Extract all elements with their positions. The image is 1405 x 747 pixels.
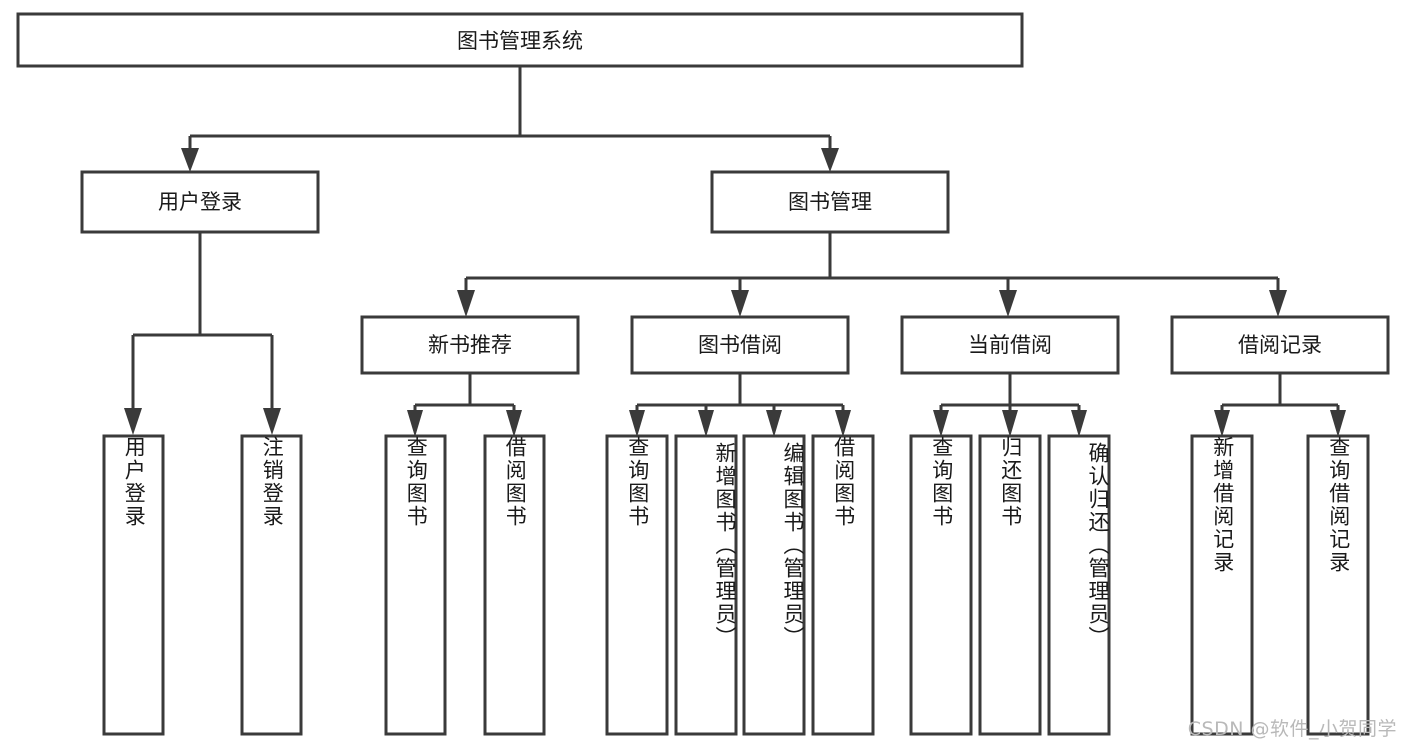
connector-user-login-to-leaves: [124, 232, 281, 435]
arrow-head-icon: [407, 410, 423, 437]
leaf-box-query-record[interactable]: [1306, 434, 1370, 736]
leaf-box-user-login[interactable]: [102, 434, 165, 736]
arrow-head-icon: [835, 410, 851, 437]
arrow-head-icon: [1071, 410, 1087, 437]
level3-label-new-book: 新书推荐: [428, 333, 512, 357]
level3-label-current-borrow: 当前借阅: [968, 333, 1052, 357]
arrow-head-icon: [1002, 410, 1018, 437]
connector-current-borrow-to-leaves: [933, 373, 1087, 437]
leaf-box-borrow-book-2[interactable]: [811, 434, 875, 736]
node-book-borrow[interactable]: 图书借阅: [630, 315, 850, 375]
level3-box-new-book[interactable]: [360, 315, 580, 375]
arrow-head-icon: [181, 148, 199, 172]
arrow-head-icon: [821, 148, 839, 172]
level2-label-user-login: 用户登录: [158, 190, 242, 214]
level3-box-current-borrow[interactable]: [900, 315, 1120, 375]
arrow-head-icon: [457, 290, 475, 317]
leaf-box-confirm-return[interactable]: [1047, 434, 1111, 736]
connector-book-management-to-level3: [457, 232, 1287, 317]
leaf-box-add-record[interactable]: [1190, 434, 1254, 736]
root-box[interactable]: [16, 12, 1024, 68]
arrow-head-icon: [766, 410, 782, 437]
leaf-box-borrow-book-1[interactable]: [483, 434, 546, 736]
arrow-head-icon: [999, 290, 1017, 317]
leaf-box-query-book-2[interactable]: [605, 434, 669, 736]
arrow-head-icon: [506, 410, 522, 437]
node-new-book-recommend[interactable]: 新书推荐: [360, 315, 580, 375]
arrow-head-icon: [124, 408, 142, 435]
arrow-head-icon: [1214, 410, 1230, 437]
level3-label-book-borrow: 图书借阅: [698, 333, 782, 357]
connector-borrow-record-to-leaves: [1214, 373, 1346, 437]
leaf-box-edit-book[interactable]: [742, 434, 806, 736]
arrow-head-icon: [1330, 410, 1346, 437]
connector-new-book-to-leaves: [407, 373, 522, 437]
node-user-login[interactable]: 用户登录: [80, 170, 320, 234]
arrow-head-icon: [263, 408, 281, 435]
arrow-head-icon: [1269, 290, 1287, 317]
connector-book-borrow-to-leaves: [629, 373, 851, 437]
arrow-head-icon: [731, 290, 749, 317]
leaf-box-logout[interactable]: [240, 434, 303, 736]
root-label: 图书管理系统: [457, 29, 583, 53]
watermark-text: CSDN @软件_小贺同学: [1187, 718, 1397, 740]
arrow-head-icon: [629, 410, 645, 437]
leaf-box-return-book[interactable]: [978, 434, 1042, 736]
node-root[interactable]: 图书管理系统: [16, 12, 1024, 68]
leaf-box-query-book-3[interactable]: [909, 434, 973, 736]
node-borrow-record[interactable]: 借阅记录: [1170, 315, 1390, 375]
node-book-management[interactable]: 图书管理: [710, 170, 950, 234]
arrow-head-icon: [933, 410, 949, 437]
level2-label-book-management: 图书管理: [788, 190, 872, 214]
node-current-borrow[interactable]: 当前借阅: [900, 315, 1120, 375]
leaf-box-add-book[interactable]: [674, 434, 738, 736]
leaf-box-query-book-1[interactable]: [384, 434, 447, 736]
connector-root-to-level2: [181, 66, 839, 172]
arrow-head-icon: [698, 410, 714, 437]
level3-label-borrow-record: 借阅记录: [1238, 333, 1322, 357]
level2-box-user-login[interactable]: [80, 170, 320, 234]
